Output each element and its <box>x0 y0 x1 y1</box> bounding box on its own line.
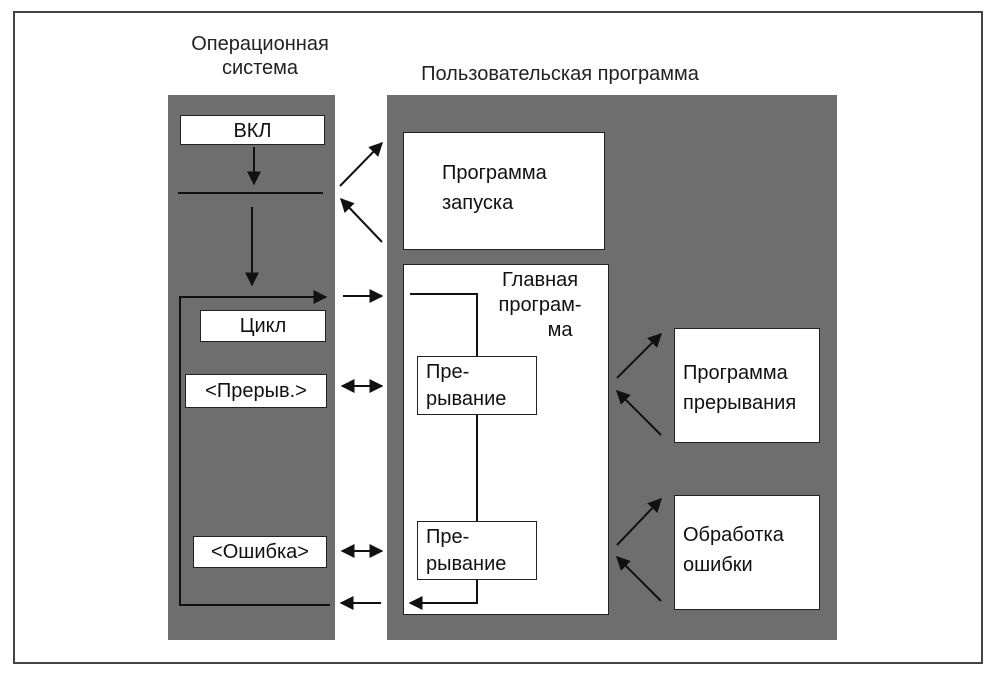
interrupt-1-line2: рывание <box>426 388 507 410</box>
error-handling-line1: Обработка <box>683 524 784 546</box>
arrow-to-error-handling <box>616 497 662 546</box>
error-handling-line2: ошибки <box>683 554 753 576</box>
interrupt-os-box: <Прерыв.> <box>185 374 327 408</box>
interrupt-1-line1: Пре- <box>426 361 470 383</box>
startup-program-label: Программа запуска <box>442 158 547 218</box>
arrow-to-startup <box>339 141 383 187</box>
startup-program-line2: запуска <box>442 192 514 214</box>
user-program-heading: Пользовательская программа <box>421 63 699 85</box>
os-heading-line2: система <box>221 57 299 79</box>
error-handling-box <box>674 495 820 610</box>
main-flow-return <box>408 580 478 610</box>
interrupt-box-2: Пре- рывание <box>417 521 537 580</box>
interrupt-os-label: <Прерыв.> <box>205 380 307 402</box>
interrupt-program-box <box>674 328 820 443</box>
os-heading-line1: Операционная <box>191 33 329 55</box>
on-label: ВКЛ <box>233 120 272 142</box>
interrupt-2-line1: Пре- <box>426 526 470 548</box>
arrow-from-interrupt-program <box>616 390 662 436</box>
interrupt-2-line2: рывание <box>426 553 507 575</box>
error-handling-label: Обработка ошибки <box>683 520 784 580</box>
arrow-from-error-handling <box>616 556 662 602</box>
startup-program-box <box>403 132 605 250</box>
main-program-line2: програм- <box>498 294 582 316</box>
main-program-line1: Главная <box>501 269 579 291</box>
cycle-box: Цикл <box>200 310 326 342</box>
arrow-to-interrupt-program <box>616 333 662 379</box>
interrupt-box-1: Пре- рывание <box>417 356 537 415</box>
error-os-box: <Ошибка> <box>193 536 327 568</box>
main-program-line3: ма <box>547 319 573 341</box>
arrow-from-startup <box>340 197 383 243</box>
error-os-label: <Ошибка> <box>211 541 309 563</box>
interrupt-program-line2: прерывания <box>683 392 797 414</box>
cycle-label: Цикл <box>239 315 287 337</box>
interrupt-program-line1: Программа <box>683 362 788 384</box>
os-heading: Операционная система <box>160 32 360 80</box>
main-program-label: Главная програм- ма <box>480 268 600 343</box>
main-flow-line <box>410 293 478 356</box>
on-box: ВКЛ <box>180 115 325 145</box>
cycle-loop-line <box>179 290 330 606</box>
startup-program-line1: Программа <box>442 162 547 184</box>
interrupt-program-label: Программа прерывания <box>683 358 796 418</box>
